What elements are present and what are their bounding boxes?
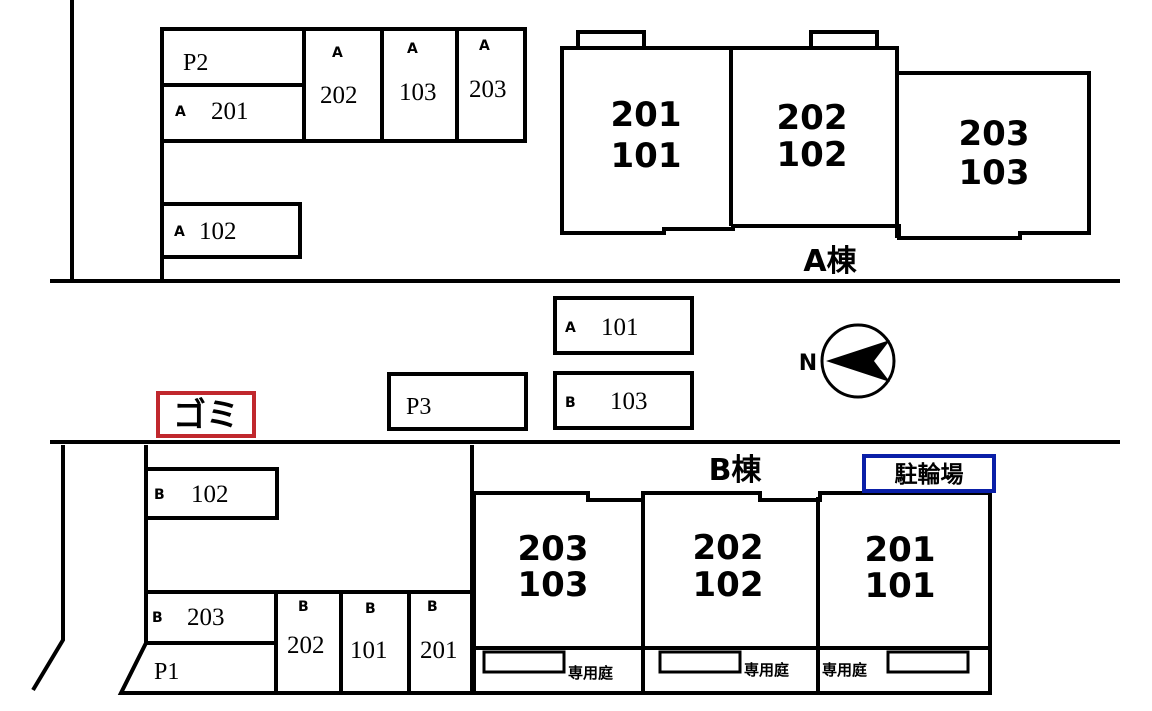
parking-space-a102 bbox=[160, 202, 302, 259]
space-b101-unit: 101 bbox=[350, 637, 388, 664]
parking-p2-label: P2 bbox=[183, 50, 208, 76]
garbage-station-box bbox=[156, 391, 256, 438]
space-b101-building: B bbox=[365, 601, 376, 617]
parking-space-b102 bbox=[144, 467, 279, 520]
space-a101-building: A bbox=[565, 320, 576, 336]
parking-space-a101 bbox=[553, 296, 694, 355]
compass-arrow-icon bbox=[826, 340, 890, 382]
space-b202-unit: 202 bbox=[287, 632, 325, 659]
space-b102-building: B bbox=[154, 487, 165, 503]
garbage-station-label: ゴミ bbox=[173, 395, 239, 434]
building-a-unit2-upper: 202 bbox=[777, 98, 848, 138]
space-b203-building: B bbox=[152, 610, 163, 626]
garden-box-1 bbox=[482, 650, 566, 674]
parking-p1-outline bbox=[117, 642, 472, 695]
parking-block-outline-top bbox=[160, 27, 527, 279]
space-a201-unit: 201 bbox=[211, 98, 249, 125]
space-b202-building: B bbox=[298, 599, 309, 615]
space-a203-unit: 203 bbox=[469, 76, 507, 103]
building-a-label: A棟 bbox=[803, 244, 857, 279]
private-garden-label-3: 専用庭 bbox=[822, 661, 868, 679]
parking-area-p3 bbox=[387, 372, 528, 431]
site-boundary-lower-left bbox=[31, 445, 65, 692]
building-a-bump-2 bbox=[809, 30, 879, 50]
space-a101-unit: 101 bbox=[601, 314, 639, 341]
building-b-unit3-upper: 201 bbox=[865, 530, 936, 570]
building-a-unit2-lower: 102 bbox=[777, 135, 848, 175]
parking-p1-label: P1 bbox=[154, 659, 179, 685]
space-a102-building: A bbox=[174, 224, 185, 240]
space-b103-building: B bbox=[565, 395, 576, 411]
space-b203-unit: 203 bbox=[187, 604, 225, 631]
space-a103-building: A bbox=[407, 41, 418, 57]
parking-p3-label: P3 bbox=[406, 394, 431, 420]
space-b201-unit: 201 bbox=[420, 637, 458, 664]
space-a201-building: A bbox=[175, 104, 186, 120]
building-a-unit1-upper: 201 bbox=[611, 95, 682, 135]
space-b103-unit: 103 bbox=[610, 388, 648, 415]
space-b201-building: B bbox=[427, 599, 438, 615]
building-a-unit3-lower: 103 bbox=[959, 153, 1030, 193]
building-a-unit1-lower: 101 bbox=[611, 136, 682, 176]
space-a103-unit: 103 bbox=[399, 79, 437, 106]
building-a-bump-1 bbox=[576, 30, 646, 50]
garden-box-2 bbox=[658, 650, 742, 674]
building-b-unit2-lower: 102 bbox=[693, 565, 764, 605]
garden-box-3 bbox=[886, 650, 970, 674]
space-a202-building: A bbox=[332, 45, 343, 61]
building-b-unit1-lower: 103 bbox=[518, 565, 589, 605]
building-b-unit1-upper: 203 bbox=[518, 529, 589, 569]
private-garden-label-2: 専用庭 bbox=[744, 661, 790, 679]
space-b102-unit: 102 bbox=[191, 481, 229, 508]
parking-space-b103 bbox=[553, 371, 694, 430]
space-a203-building: A bbox=[479, 38, 490, 54]
bicycle-parking-box bbox=[862, 454, 996, 493]
compass-north-label: N bbox=[799, 351, 817, 376]
building-b-label: B棟 bbox=[709, 453, 763, 488]
building-b-outline bbox=[472, 491, 992, 695]
building-b-unit3-lower: 101 bbox=[865, 566, 936, 606]
compass: N bbox=[799, 323, 896, 399]
compass-circle-icon bbox=[820, 323, 896, 399]
space-a102-unit: 102 bbox=[199, 218, 237, 245]
building-b-unit2-upper: 202 bbox=[693, 528, 764, 568]
building-a-unit3-upper: 203 bbox=[959, 114, 1030, 154]
private-garden-label-1: 専用庭 bbox=[568, 664, 614, 682]
bicycle-parking-label: 駐輪場 bbox=[895, 461, 964, 487]
space-a202-unit: 202 bbox=[320, 82, 358, 109]
